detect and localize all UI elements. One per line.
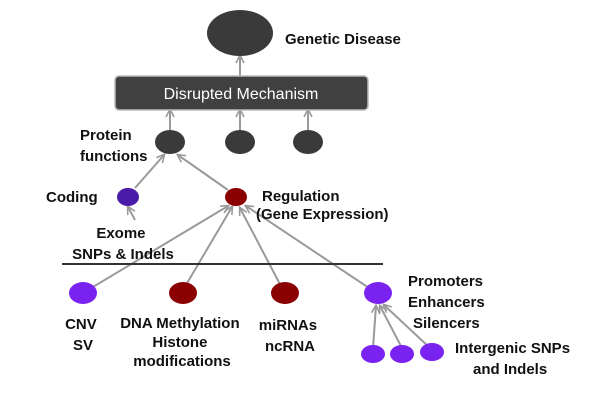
cnv-node — [69, 282, 97, 304]
cnv-line-2: SV — [73, 337, 93, 354]
edge-mirnas-to-regulation — [240, 208, 284, 291]
intergenic-node-1 — [361, 345, 385, 363]
promoters-label: Promoters Enhancers Silencers — [408, 273, 489, 332]
disrupted-mechanism-box — [114, 75, 369, 111]
mirnas-node — [271, 282, 299, 304]
edge-promoters-to-regulation — [246, 206, 373, 291]
genetic-disease-node — [207, 10, 273, 56]
regulation-node — [225, 188, 247, 206]
dna-methylation-label: DNA Methylation Histone modifications — [120, 315, 244, 370]
coding-label: Coding — [46, 189, 98, 206]
cnv-label: CNV SV — [65, 316, 101, 354]
promoters-line-3: Silencers — [413, 315, 480, 332]
intergenic-line-1: Intergenic SNPs — [455, 340, 570, 357]
cnv-line-1: CNV — [65, 316, 97, 333]
intergenic-node-3 — [420, 343, 444, 361]
edge-coding-to-protein — [134, 155, 164, 189]
protein-function-node-1 — [155, 130, 185, 154]
edge-methylation-to-regulation — [182, 207, 232, 291]
edge-exome-to-coding — [128, 207, 136, 221]
dna-methylation-line-3: modifications — [133, 353, 231, 370]
dna-methylation-line-1: DNA Methylation — [120, 315, 239, 332]
regulation-line-2: (Gene Expression) — [256, 206, 389, 223]
protein-function-node-2 — [225, 130, 255, 154]
edge-regulation-to-protein — [178, 155, 229, 191]
edge-cnv-to-regulation — [87, 206, 228, 291]
intergenic-line-2: and Indels — [473, 361, 547, 378]
exome-line-2: SNPs & Indels — [72, 246, 174, 263]
genetic-disease-label: Genetic Disease — [285, 31, 401, 48]
exome-line-1: Exome — [96, 225, 145, 242]
regulation-label: Regulation (Gene Expression) — [256, 188, 389, 223]
intergenic-node-2 — [390, 345, 414, 363]
protein-functions-label: Protein functions — [80, 127, 148, 165]
edges — [87, 56, 431, 349]
exome-label: Exome SNPs & Indels — [72, 225, 174, 263]
coding-node — [117, 188, 139, 206]
protein-functions-line-1: Protein — [80, 127, 132, 144]
mirnas-line-1: miRNAs — [259, 317, 317, 334]
mirnas-line-2: ncRNA — [265, 338, 315, 355]
edge-intergenic2-to-promoters — [380, 306, 403, 349]
promoters-line-2: Enhancers — [408, 294, 485, 311]
protein-functions-line-2: functions — [80, 148, 148, 165]
dna-methylation-line-2: Histone — [152, 334, 207, 351]
edge-intergenic3-to-promoters — [384, 305, 431, 349]
dna-methylation-node — [169, 282, 197, 304]
regulation-line-1: Regulation — [262, 188, 340, 205]
disrupted-mechanism-label: Disrupted Mechanism — [164, 86, 319, 103]
intergenic-label: Intergenic SNPs and Indels — [455, 340, 574, 378]
edge-intergenic1-to-promoters — [373, 306, 376, 349]
promoters-line-1: Promoters — [408, 273, 483, 290]
promoters-node — [364, 282, 392, 304]
mirnas-label: miRNAs ncRNA — [259, 317, 322, 355]
protein-function-node-3 — [293, 130, 323, 154]
